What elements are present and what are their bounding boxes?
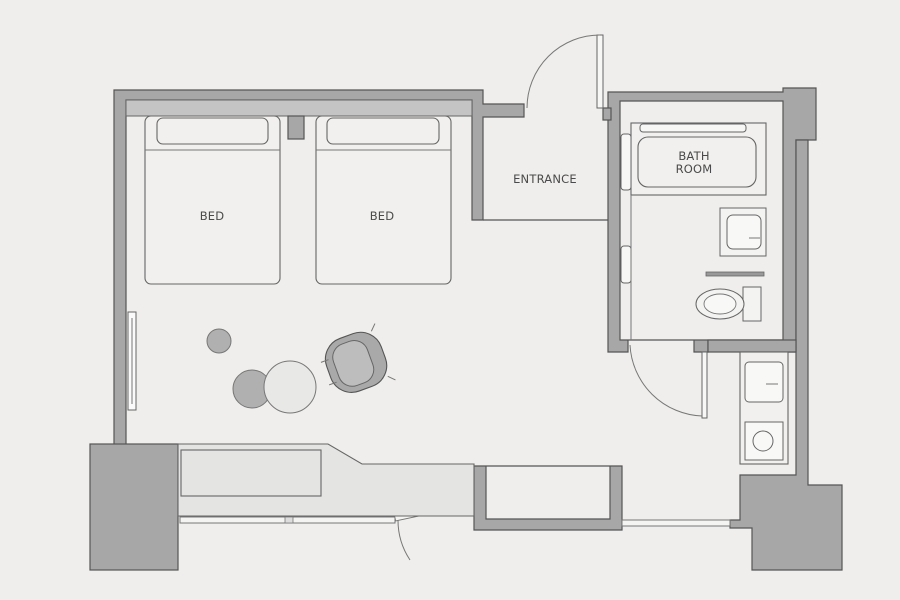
bathroom: BATH ROOM [620,122,767,340]
bath-sink-basin [726,214,762,250]
corridor-window [621,519,731,527]
entrance-door-swing [526,34,601,109]
bed-left-label: BED [200,209,225,223]
grab-bar-top [639,123,747,133]
bath-door-panel[interactable] [701,351,708,419]
kitchenette [739,351,789,465]
burner-icon [752,430,774,452]
sliding-door-handle [284,516,294,524]
living-furniture [127,311,475,517]
towel-bar [705,271,765,277]
entrance-door-panel[interactable] [596,34,604,109]
bed-right[interactable] [315,115,452,285]
armchair[interactable] [315,323,396,402]
bottom-left-pillar [89,443,179,571]
grab-bar-lower [620,245,632,284]
toilet-seat [703,293,737,315]
entrance-label: ENTRANCE [513,172,577,186]
bed-left-pillow [156,117,269,145]
toilet-tank [742,286,762,322]
top-wall-strip [125,99,473,117]
bed-left[interactable] [144,115,281,285]
bed-divider-column [287,115,305,140]
desk-top [180,449,322,497]
bath-label-line1: BATH [678,149,709,163]
grab-bar-left [620,133,632,191]
bath-label-line2: ROOM [676,162,713,176]
swing-door-arc [397,519,411,561]
bed-right-pillow [326,117,440,145]
bath-door-swing [629,344,703,417]
closet-wall [473,465,623,531]
bath-jamb [602,107,612,121]
kitchen-sink[interactable] [744,361,784,403]
bed-right-label: BED [370,209,395,223]
stool[interactable] [206,328,232,354]
walls [89,87,843,571]
round-table[interactable] [263,360,317,414]
right-corridor-wall [729,139,843,571]
beds: BED BED [144,115,452,285]
kitchen-top-wall [707,339,797,353]
bathtub-basin [637,136,757,188]
